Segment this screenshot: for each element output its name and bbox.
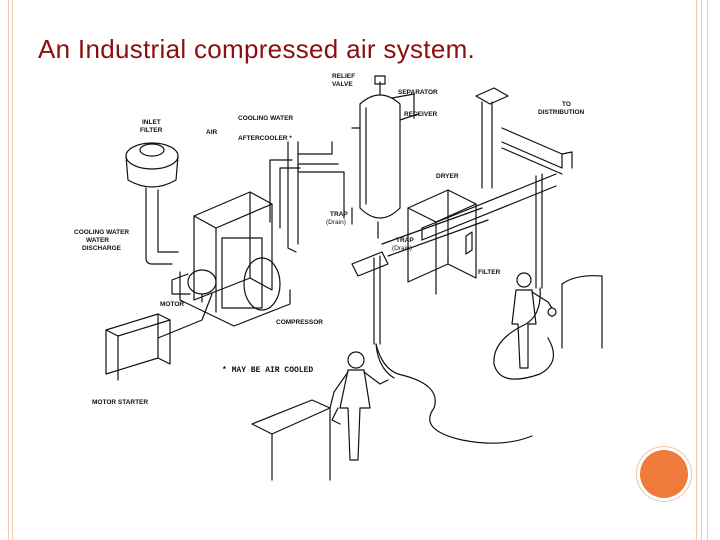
worker-figure-icon [329,351,389,461]
label-separator: SEPARATOR [398,89,438,96]
frame-line-right-3 [707,0,708,540]
label-discharge: DISCHARGE [82,245,122,252]
receiver-tank-icon [351,75,419,239]
compressor-icon [179,191,291,327]
frame-line-right-1 [696,0,697,540]
decorative-circle [640,450,688,498]
storage-tank-icon [561,275,603,349]
label-cooling-water: COOLING WATER [238,115,293,122]
label-to-distribution: DISTRIBUTION [538,109,585,116]
label-trap-b: TRAP [396,237,414,244]
label-inlet-filter: FILTER [140,127,163,134]
label-compressor: COMPRESSOR [276,319,323,326]
label-to: TO [562,101,571,108]
label-relief-valve: RELIEF [332,73,355,80]
compressed-air-system-diagram: RELIEF VALVE SEPARATOR TO DISTRIBUTION C… [74,73,603,481]
label-water: WATER [86,237,109,244]
frame-line-left-2 [12,0,13,540]
worker-figure-icon [511,272,557,369]
label-filter: FILTER [478,269,501,276]
label-trap: TRAP [330,211,348,218]
label-motor: MOTOR [160,301,184,308]
inlet-filter-icon [125,142,179,265]
label-trap-drain: (Drain) [326,219,346,226]
frame-line-left-1 [8,0,9,540]
label-relief-valve-2: VALVE [332,81,353,88]
label-receiver: RECEIVER [404,111,438,118]
label-inlet: INLET [142,119,161,126]
note-air-cooled: * MAY BE AIR COOLED [222,366,313,375]
label-cooling-water-discharge: COOLING WATER [74,229,129,236]
frame-line-right-2 [701,0,702,540]
motor-starter-icon [105,293,213,381]
label-dryer: DRYER [436,173,459,180]
slide-title: An Industrial compressed air system. [38,34,476,64]
air-hose-icon [375,287,555,444]
workbench-icon [251,399,331,481]
distribution-pipe-icon [351,87,573,345]
motor-icon [171,269,217,303]
aftercooler-pipes-icon [269,141,345,253]
label-trap-drain-b: (Drain) [392,245,412,252]
label-motor-starter: MOTOR STARTER [92,399,148,406]
label-air: AIR [206,129,218,136]
label-aftercooler: AFTERCOOLER * [238,135,292,142]
